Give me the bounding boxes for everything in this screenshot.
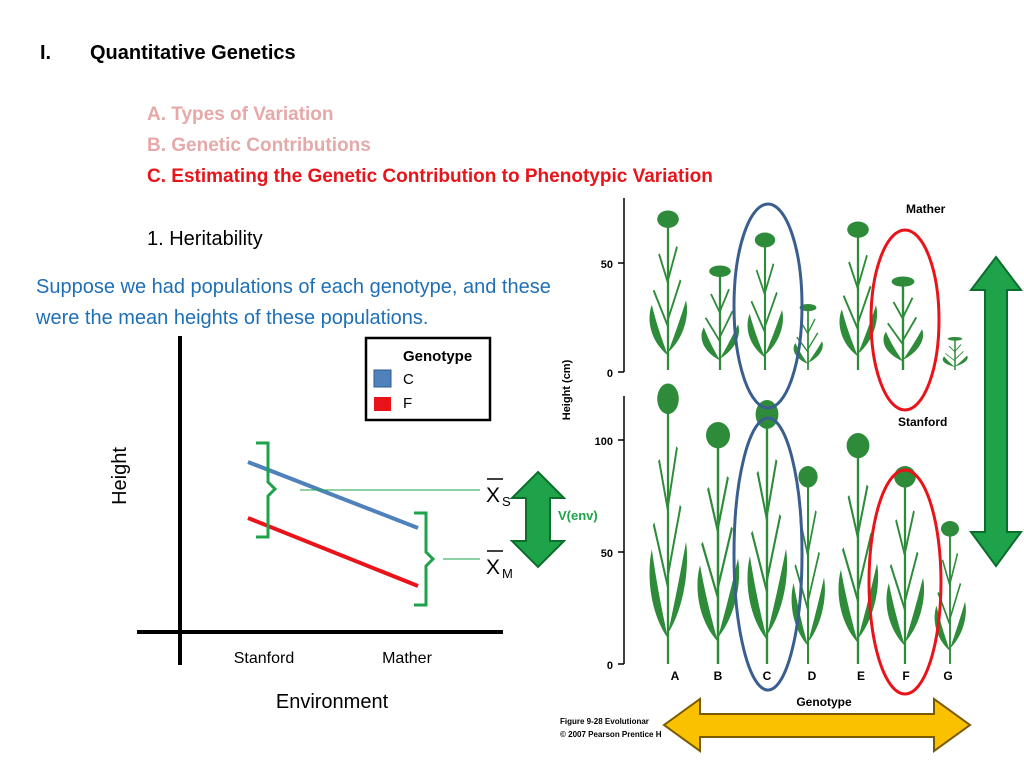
mean-subscript-s: S [502,494,511,509]
legend-swatch-f [374,397,391,411]
plants-mather [647,208,969,372]
venv-arrow [509,470,567,569]
description-text: Suppose we had populations of each genot… [36,276,551,329]
highlight-c-stanford [732,416,804,692]
subheading: 1. Heritability [147,228,263,250]
genotype-label-c: C [763,669,772,683]
outline-item-b: B. Genetic Contributions [147,135,371,156]
figure-caption-line1: Figure 9-28 Evolutionar [560,717,649,726]
height-axis-label: Height (cm) [561,359,573,420]
legend-label-f: F [403,395,412,412]
legend-title: Genotype [403,348,472,365]
genotype-label-d: D [808,669,817,683]
reaction-norm-chart: Height Environment Stanford Mather X S X… [109,336,598,713]
series-line-f [247,516,419,588]
mean-subscript-m: M [502,566,513,581]
genotype-label-e: E [857,669,865,683]
mean-symbol-s: X [486,484,500,507]
mean-symbol-m: X [486,556,500,579]
outline-item-c: C. Estimating the Genetic Contribution t… [147,166,713,187]
panel-label-mather: Mather [906,202,946,216]
tick-label-stanford: Stanford [234,650,294,667]
bottom-tick-100: 100 [595,436,613,448]
tick-label-mather: Mather [382,650,432,667]
genotype-axis-title: Genotype [796,695,852,709]
genotype-label-a: A [671,669,680,683]
venv-label: V(env) [558,508,598,523]
highlight-f-stanford [867,468,943,696]
section-title: Quantitative Genetics [90,42,296,64]
highlight-c-mather [732,202,804,410]
bracket-stanford [256,441,278,539]
bracket-mather [414,511,436,607]
section-heading: I. Quantitative Genetics [40,42,296,65]
section-number: I. [40,42,52,64]
genotype-label-f: F [902,669,909,683]
outline-item-a: A. Types of Variation [147,104,334,125]
horizontal-genotype-arrow [662,697,972,753]
x-axis-label: Environment [276,691,389,713]
y-axis-label: Height [109,447,131,505]
bottom-tick-0: 0 [607,660,613,672]
top-tick-0: 0 [607,368,613,380]
vertical-variation-arrow [968,255,1024,568]
legend-swatch-c [373,369,392,388]
genotype-label-g: G [943,669,952,683]
genotype-label-b: B [714,669,723,683]
series-line-c [247,460,419,530]
bottom-tick-50: 50 [601,548,613,560]
panel-label-stanford: Stanford [898,415,947,429]
plant-figure: 50 0 100 50 0 Height (cm) Mather Stanfor… [560,198,1024,753]
highlight-f-mather [869,228,941,412]
top-tick-50: 50 [601,259,613,271]
figure-caption-line2: © 2007 Pearson Prentice H [560,730,662,739]
legend-label-c: C [403,371,414,388]
